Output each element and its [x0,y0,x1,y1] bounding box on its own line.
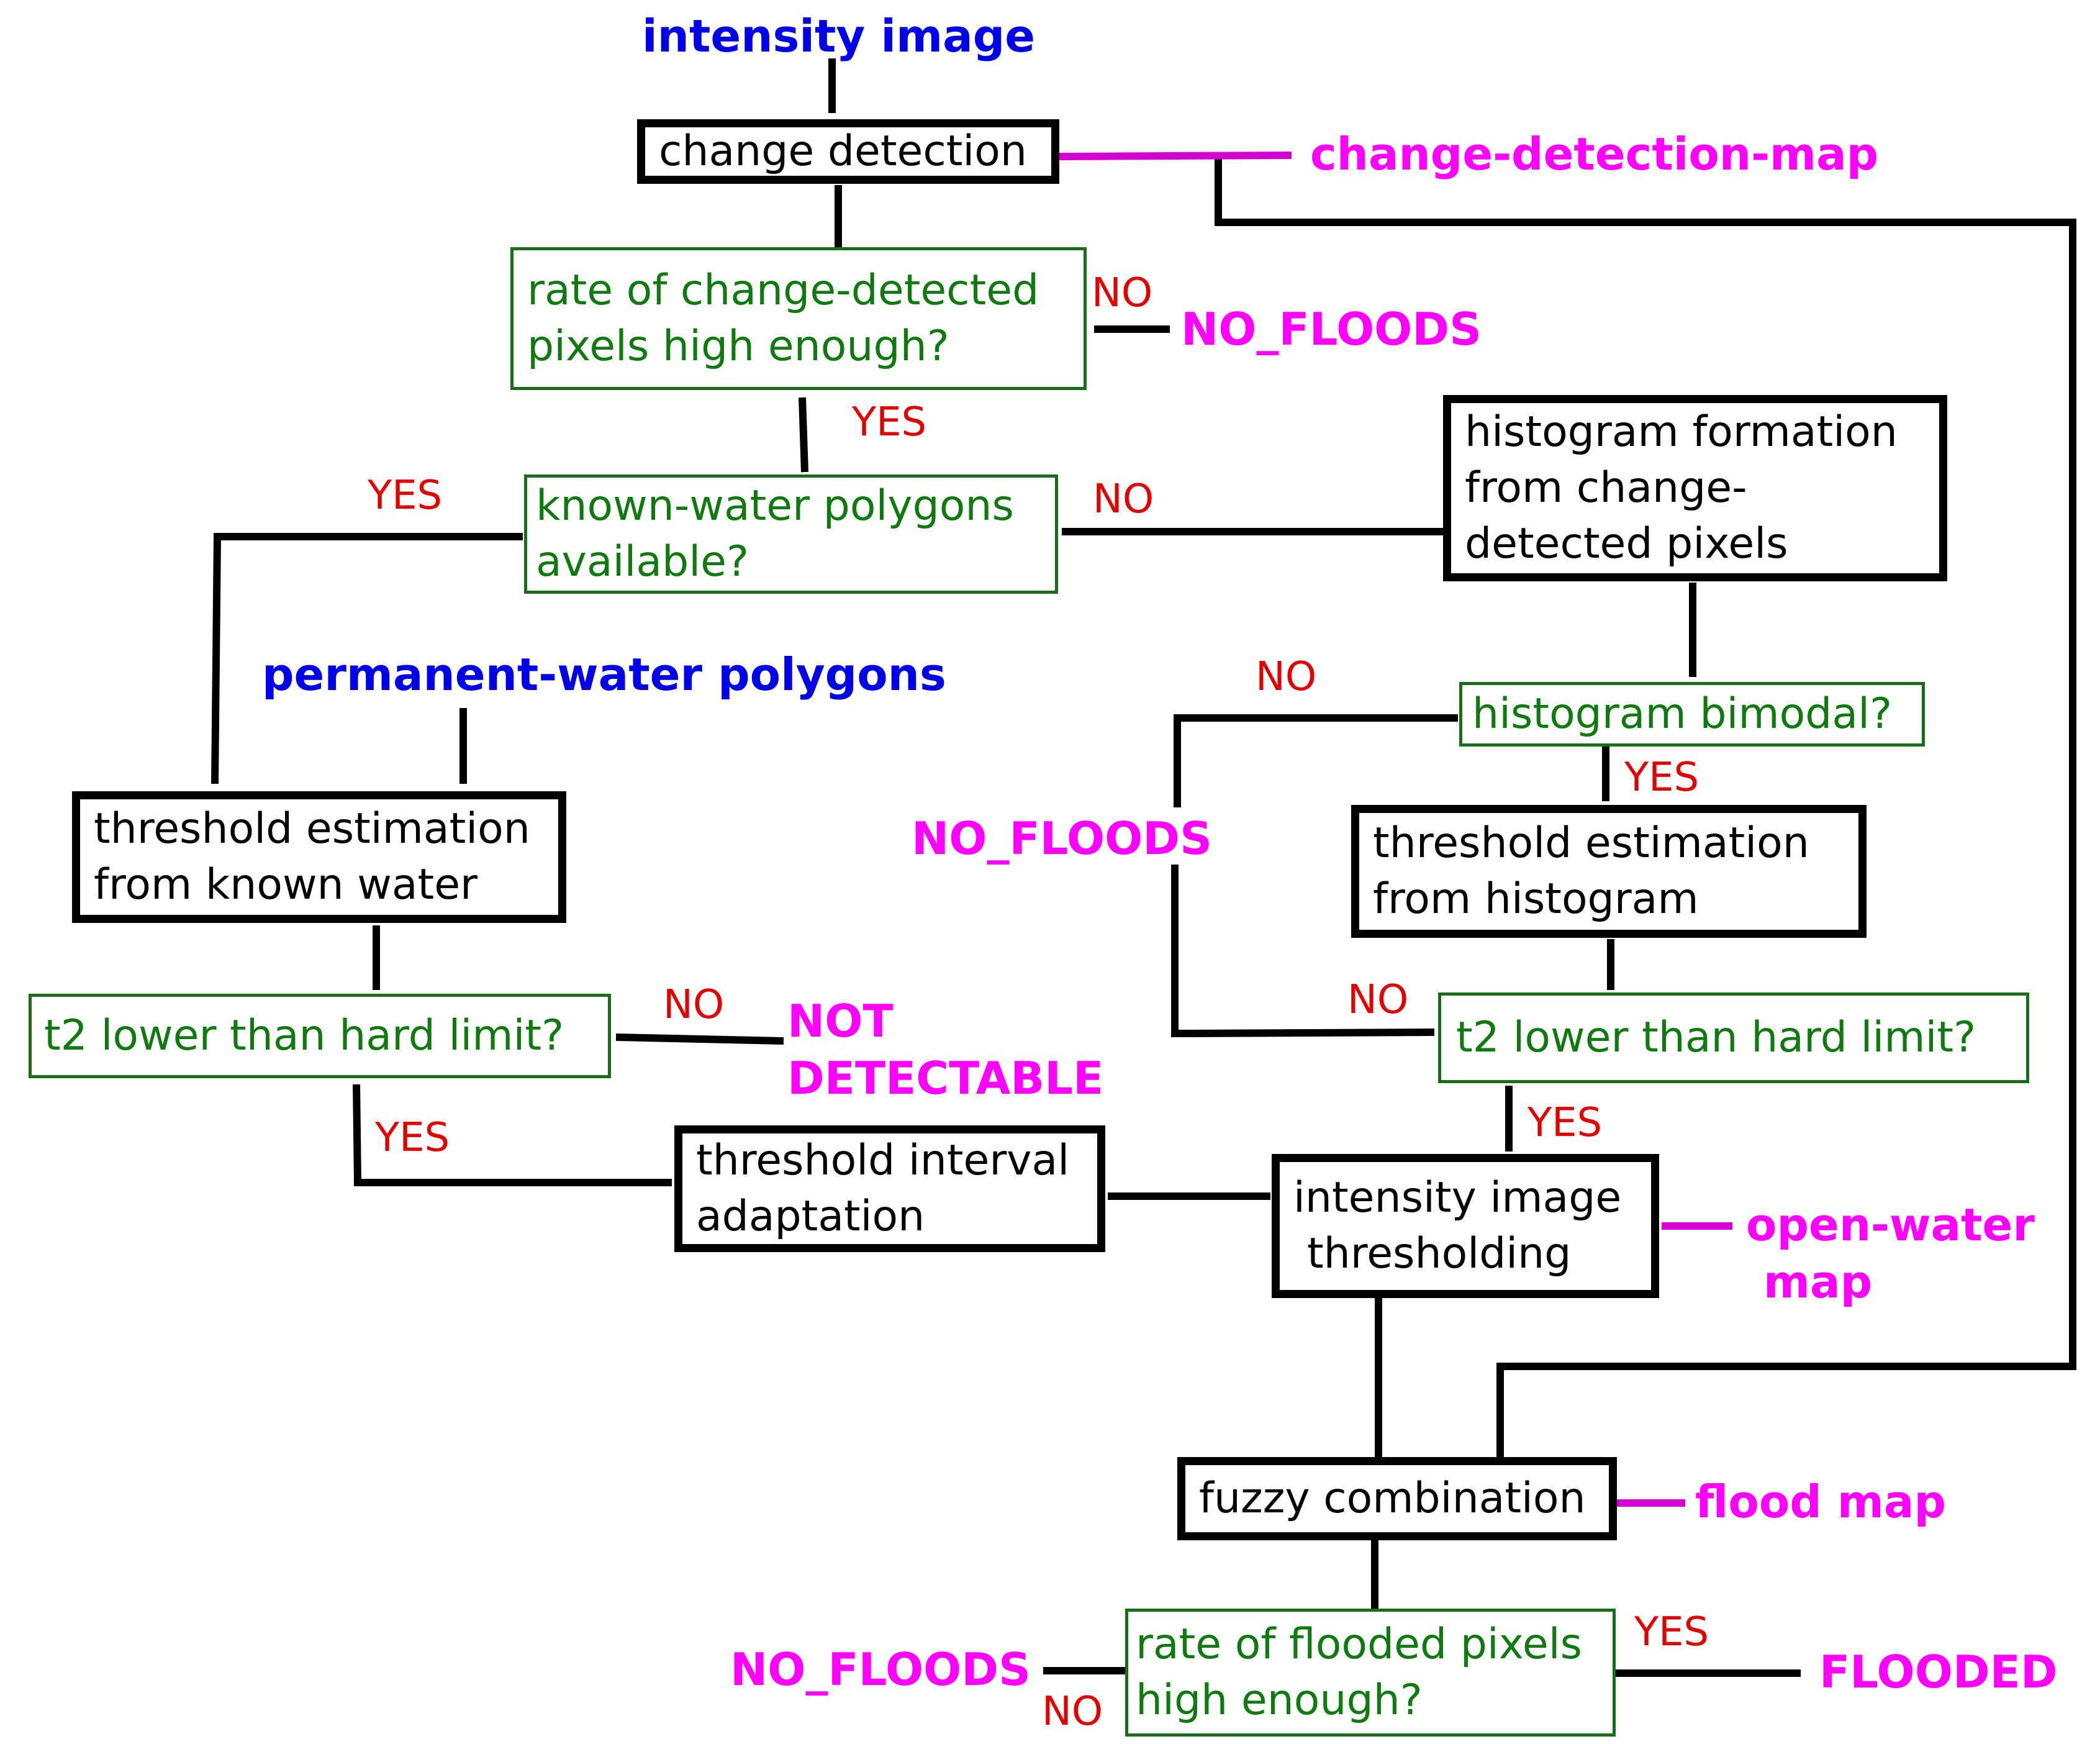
label-no-t2-right: NO [1347,977,1409,1023]
histogram-bimodal-label: histogram bimodal? [1472,689,1893,738]
histogram-formation-line-3: detected pixels [1465,519,1788,568]
output-change-detection-map: change-detection-map [1310,128,1879,180]
change-detection-box: change detection [637,119,1059,184]
t2-left-decision: t2 lower than hard limit? [29,994,611,1078]
label-yes-t2-right: YES [1527,1100,1603,1146]
known-water-decision: known-water polygons available? [524,475,1058,594]
arrow-known-yes [211,533,523,784]
output-no-floods-2: NO_FLOODS [912,812,1212,865]
arrow-t2-left-yes [353,1084,672,1186]
output-flood-map: flood map [1695,1476,1947,1528]
output-no-floods-1: NO_FLOODS [1181,303,1482,355]
known-water-line-2: available? [536,537,749,586]
arrow-bimodal-no [1174,714,1458,808]
intensity-thresholding-line-2: thresholding [1307,1229,1572,1278]
threshold-histogram-line-1: threshold estimation [1373,819,1809,868]
t2-left-label: t2 lower than hard limit? [44,1011,564,1060]
threshold-histogram-box: threshold estimation from histogram [1351,805,1867,938]
input-intensity-image: intensity image [642,10,1036,62]
label-yes-t2-left: YES [375,1115,450,1161]
open-water-line-1: open-water [1746,1199,2035,1251]
histogram-formation-line-2: from change- [1465,463,1747,512]
interval-adaptation-line-1: threshold interval [696,1136,1070,1185]
output-flooded: FLOODED [1819,1646,2058,1698]
not-detectable-line-2: DETECTABLE [787,1052,1104,1104]
arrow-rate-yes [799,397,808,473]
rate-change-line-2: pixels high enough? [527,322,949,371]
threshold-known-water-line-1: threshold estimation [94,804,530,853]
label-no-t2-left: NO [663,982,725,1028]
rate-flooded-line-1: rate of flooded pixels [1136,1620,1583,1669]
label-yes-known-water: YES [368,473,443,519]
intensity-thresholding-line-1: intensity image [1293,1173,1622,1222]
label-no-known-water: NO [1093,476,1154,522]
label-no-rate-change: NO [1092,270,1153,316]
rate-change-line-1: rate of change-detected [527,266,1039,315]
t2-right-decision: t2 lower than hard limit? [1438,992,2029,1083]
histogram-formation-box: histogram formation from change- detecte… [1443,395,1947,581]
fuzzy-combination-label: fuzzy combination [1199,1474,1586,1523]
output-no-floods-3: NO_FLOODS [730,1643,1031,1696]
not-detectable-line-1: NOT [787,995,894,1047]
t2-right-label: t2 lower than hard limit? [1456,1013,1976,1062]
intensity-thresholding-box: intensity image thresholding [1272,1154,1659,1298]
histogram-formation-line-1: histogram formation [1465,407,1898,456]
rate-change-detected-decision: rate of change-detected pixels high enou… [510,247,1087,390]
threshold-known-water-box: threshold estimation from known water [72,791,566,923]
output-not-detectable: NOT DETECTABLE [787,992,1103,1107]
fuzzy-combination-box: fuzzy combination [1177,1457,1617,1540]
change-detection-label: change detection [659,127,1028,176]
arrow-t2-left-no [615,1033,784,1045]
threshold-interval-adaptation-box: threshold interval adaptation [674,1125,1105,1252]
label-no-bimodal: NO [1256,654,1317,700]
arrow-t2-right-no [1171,864,1435,1038]
output-open-water-map: open-water map [1746,1196,2035,1310]
input-permanent-water-polygons: permanent-water polygons [262,648,946,701]
arrow-to-change-map [1059,152,1292,160]
rate-flooded-decision: rate of flooded pixels high enough? [1125,1609,1616,1737]
open-water-line-2: map [1763,1256,1873,1308]
label-yes-rate-flooded: YES [1634,1609,1709,1655]
label-yes-rate-change: YES [852,399,927,445]
histogram-bimodal-decision: histogram bimodal? [1459,682,1925,747]
arrow-change-to-fuzzy [1215,157,2076,1459]
known-water-line-1: known-water polygons [536,481,1014,530]
label-yes-bimodal: YES [1624,755,1699,801]
label-no-rate-flooded: NO [1042,1689,1103,1735]
interval-adaptation-line-2: adaptation [696,1192,925,1241]
threshold-histogram-line-2: from histogram [1373,874,1699,924]
rate-flooded-line-2: high enough? [1136,1676,1423,1725]
threshold-known-water-line-2: from known water [94,860,478,909]
